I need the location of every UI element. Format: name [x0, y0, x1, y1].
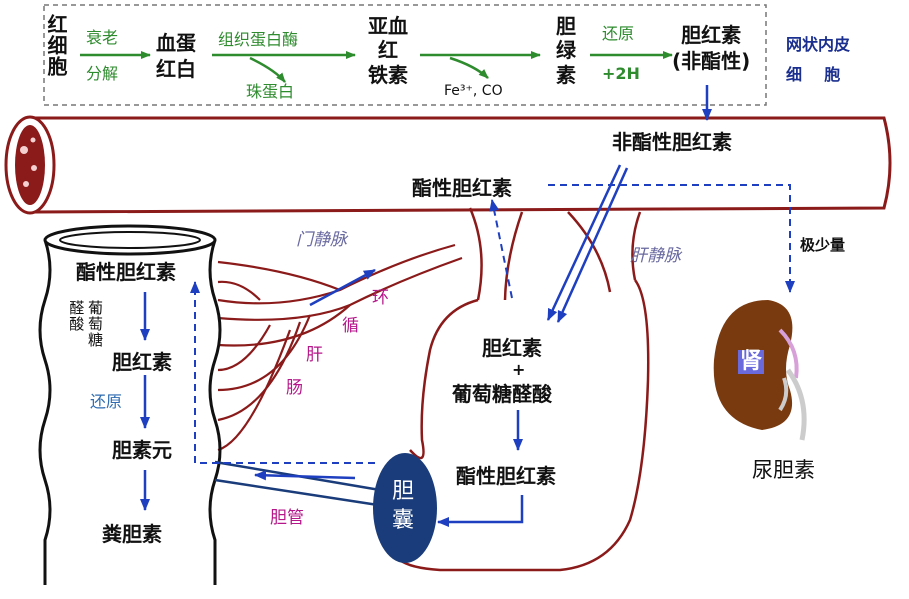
stercobilin-label: 粪胆素: [102, 522, 162, 546]
plus-sign: +: [512, 360, 526, 379]
heme-label: 亚血 红 铁素: [368, 14, 408, 87]
glucuronidase-label: 葡萄糖醛酸: [67, 300, 104, 348]
unconj-bilirubin-blood-label: 非酯性胆红素: [612, 130, 732, 154]
enterohepatic-char-2: 循: [342, 316, 359, 336]
gallbladder-shape: [373, 453, 437, 563]
intestine-bilirubin-label: 胆红素: [112, 350, 172, 374]
urobilinogen-label: 胆素元: [112, 438, 172, 462]
bile-duct-label: 胆管: [270, 508, 304, 528]
flow-arrows: [140, 85, 712, 527]
trace-label: 极少量: [800, 236, 846, 254]
biliverdin-label: 胆 绿 素: [556, 14, 576, 87]
intestine-reduction-label: 还原: [90, 392, 123, 411]
reduction-label: 还原: [602, 24, 635, 43]
rbc-label: 红细胞: [44, 14, 68, 77]
enterohepatic-char-1: 肠: [286, 378, 303, 398]
cell-arrows: [80, 51, 673, 83]
intestine-conj-bilirubin-label: 酯性胆红素: [76, 260, 176, 284]
reticuloendothelial-label: 网状内皮 细 胞: [786, 35, 851, 85]
liver-conj-bilirubin-label: 酯性胆红素: [456, 464, 556, 488]
dashed-arrows: [190, 184, 795, 464]
glucuronic-acid-label: 葡萄糖醛酸: [452, 382, 552, 406]
kidney-label: 肾: [738, 349, 765, 374]
conj-bilirubin-blood-label: 酯性胆红素: [412, 176, 512, 200]
globin-label: 珠蛋白: [246, 82, 295, 101]
urobilin-label: 尿胆素: [752, 458, 815, 482]
hemoglobin-label: 血蛋 红白: [156, 31, 196, 81]
hepatic-vein-label: 肝静脉: [630, 246, 681, 266]
breakdown-label: 分解: [86, 64, 119, 83]
plus-2h-label: +2H: [602, 64, 640, 83]
portal-vein: [217, 243, 463, 452]
tissue-protease-label: 组织蛋白酶: [218, 30, 299, 49]
enterohepatic-char-0: 肝: [306, 345, 323, 365]
liver-outline: [399, 207, 650, 572]
enterohepatic-char-3: 环: [372, 288, 389, 308]
blood-vessel: [4, 115, 892, 215]
senescence-label: 衰老: [86, 28, 119, 47]
portal-vein-label: 门静脉: [296, 230, 347, 250]
bile-duct-tube: [214, 460, 381, 507]
intestine: [38, 224, 222, 585]
liver-bilirubin-label: 胆红素: [482, 336, 542, 360]
bilirubin-unconj-label: 胆红素 (非酯性): [672, 23, 751, 73]
gallbladder-label: 胆 囊: [392, 479, 415, 533]
fe-co-label: Fe³⁺, CO: [444, 83, 503, 99]
